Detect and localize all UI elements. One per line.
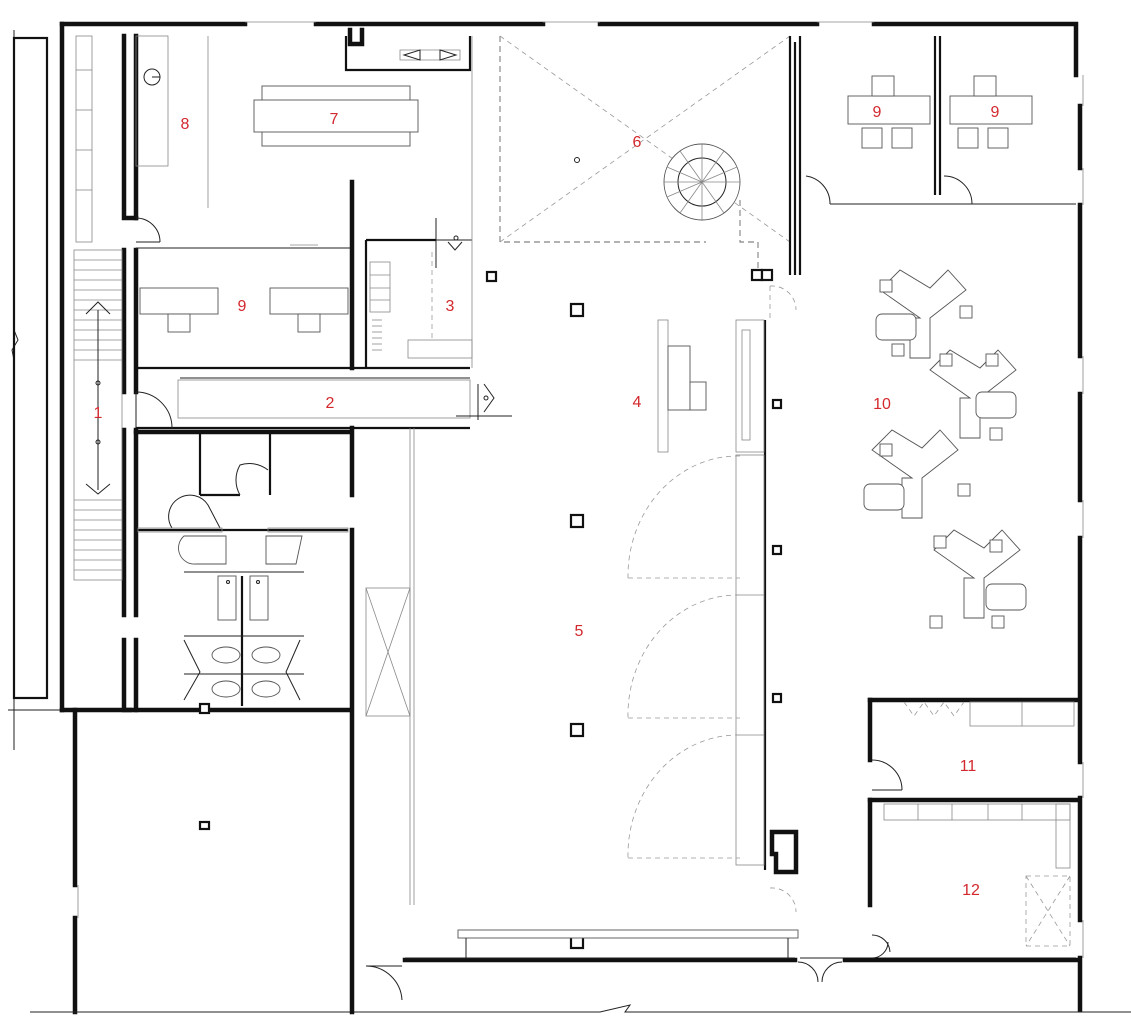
room-label-8: 8 (181, 116, 190, 133)
room-8-kitchen (75, 35, 209, 243)
north-service (344, 27, 472, 72)
room-label-1: 1 (94, 405, 103, 422)
room-label-3: 3 (446, 298, 455, 315)
interior-walls (121, 33, 1079, 1015)
east-offices (805, 75, 1033, 205)
room-label-2: 2 (326, 395, 335, 412)
room-label-9-east-left: 9 (873, 104, 882, 121)
room-label-7: 7 (330, 111, 339, 128)
room-label-9-east-right: 9 (991, 104, 1000, 121)
west-storage (198, 820, 403, 1001)
workstations-10 (863, 269, 1027, 629)
toilets (137, 463, 349, 715)
room-label-9-middle: 9 (238, 298, 247, 315)
void-6 (499, 35, 797, 282)
room-label-10: 10 (873, 396, 891, 413)
open-floor (365, 270, 843, 983)
room-label-12: 12 (962, 882, 980, 899)
room-labels: 1 2 3 4 5 6 7 8 9 9 9 10 11 12 (94, 104, 1000, 899)
room-3 (369, 36, 473, 368)
room-label-6: 6 (633, 134, 642, 151)
room-label-4: 4 (633, 394, 642, 411)
adjacent-building (8, 30, 60, 750)
room-12 (871, 803, 1071, 959)
room-7-table (253, 85, 419, 246)
stair-1 (73, 249, 173, 581)
room-9-middle-desks (139, 287, 349, 333)
room-11 (871, 701, 1075, 791)
room-label-11: 11 (960, 758, 977, 775)
room-label-5: 5 (575, 623, 584, 640)
exterior-walls (30, 21, 1131, 1015)
corridor-2-bench (177, 377, 512, 420)
